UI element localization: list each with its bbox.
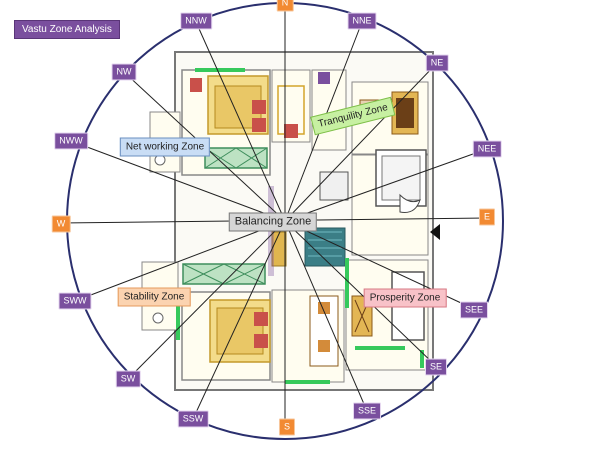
zone-balancing: Balancing Zone — [228, 212, 318, 232]
nightstand-top — [190, 78, 202, 92]
direction-ne: NE — [425, 54, 449, 72]
wall-green-3 — [420, 350, 424, 368]
diagram-title: Vastu Zone Analysis — [14, 20, 120, 39]
direction-s: S — [278, 418, 296, 436]
zone-prosperity: Prosperity Zone — [363, 288, 447, 308]
direction-nne: NNE — [347, 12, 377, 30]
pillow-bottom-1 — [254, 312, 268, 326]
direction-ssw: SSW — [177, 410, 209, 428]
wardrobe-top-cross — [204, 147, 268, 169]
plant-living — [399, 193, 421, 213]
line-sse — [284, 220, 368, 412]
direction-w: W — [51, 215, 71, 233]
direction-sse: SSE — [352, 402, 382, 420]
wall-green-2 — [345, 258, 349, 308]
wall-green-1 — [195, 68, 245, 72]
wall-green-6 — [176, 300, 180, 340]
zone-stability: Stability Zone — [117, 287, 191, 307]
wardrobe-top — [204, 147, 268, 169]
line-sww — [74, 220, 286, 302]
line-se — [284, 220, 437, 367]
sofa-inner — [381, 155, 421, 201]
line-ne — [284, 62, 438, 222]
line-sw — [127, 220, 286, 380]
pillow-top-2 — [252, 118, 266, 132]
entrance-arrow — [430, 224, 440, 240]
direction-nee: NEE — [472, 140, 502, 158]
dining-blue — [304, 227, 346, 267]
pillow-top-1 — [252, 100, 266, 114]
direction-se: SE — [424, 358, 448, 376]
plant-top — [318, 72, 330, 84]
wc-top — [154, 154, 166, 166]
direction-sw: SW — [115, 370, 141, 388]
line-nnw — [195, 21, 286, 222]
pillow-bottom-2 — [254, 334, 268, 348]
direction-nww: NWW — [54, 132, 88, 150]
dining-table-inner — [396, 98, 414, 128]
wardrobe-bottom — [182, 263, 266, 285]
direction-n: N — [276, 0, 294, 12]
direction-nnw: NNW — [180, 12, 212, 30]
column-gold — [271, 231, 287, 267]
wall-green-5 — [285, 380, 330, 384]
direction-e: E — [478, 208, 496, 226]
direction-sww: SWW — [58, 292, 92, 310]
line-ssw — [192, 220, 286, 420]
direction-nw: NW — [111, 63, 137, 81]
zone-net-working: Net working Zone — [119, 137, 211, 157]
stove-2 — [318, 340, 330, 352]
direction-see: SEE — [459, 301, 489, 319]
wall-green-4 — [355, 346, 405, 350]
line-nww — [70, 140, 286, 222]
chair-top — [284, 124, 298, 138]
wardrobe-bottom-cross — [182, 263, 266, 285]
wc-bottom — [152, 312, 164, 324]
line-nee — [284, 148, 488, 222]
tv-unit — [319, 171, 349, 201]
